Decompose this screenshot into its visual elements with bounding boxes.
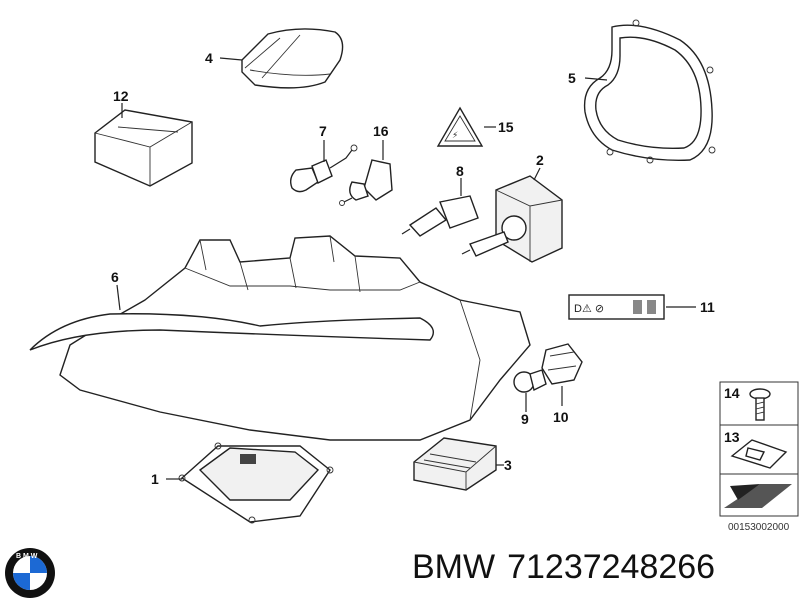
part-12-box: 12 — [94, 88, 193, 187]
screw-icon — [749, 388, 771, 421]
callout-14: 14 — [724, 385, 740, 401]
callout-3: 3 — [504, 457, 512, 473]
callout-4: 4 — [205, 50, 213, 66]
part-9-small-bulb: 9 — [513, 369, 547, 427]
part-2-xenon-igniter: 2 — [461, 152, 563, 263]
part-4-cover-cap: 4 — [205, 28, 344, 89]
callout-11: 11 — [700, 299, 715, 315]
part-3-ballast: 3 — [413, 437, 512, 491]
part-15-warning-triangle: ⚡ 15 — [436, 106, 514, 147]
bmw-logo-icon: B M W — [5, 548, 55, 598]
callout-13: 13 — [724, 429, 740, 445]
callout-15: 15 — [498, 119, 514, 135]
label-icons: D⚠︎ ⊘ — [574, 303, 604, 315]
warning-triangle-icon: ⚡ — [452, 130, 458, 140]
hardware-panel: 14 13 — [719, 381, 799, 517]
part-1-control-unit: 1 — [151, 442, 334, 524]
part-10-bulb-socket: 10 — [541, 343, 583, 425]
part-number: 71237248266 — [507, 548, 716, 586]
part-11-label-strip: D⚠︎ ⊘ 11 — [568, 294, 715, 320]
callout-5: 5 — [568, 70, 576, 86]
callout-2: 2 — [536, 152, 544, 168]
callout-8: 8 — [456, 163, 464, 179]
part-6-headlight-housing: 6 — [29, 235, 531, 441]
part-8-bulb: 8 — [401, 163, 479, 237]
clip-icon — [730, 439, 788, 469]
callout-7: 7 — [319, 123, 327, 139]
arrow-icon — [724, 484, 792, 508]
callout-10: 10 — [553, 409, 569, 425]
callout-9: 9 — [521, 411, 529, 427]
part-7-bulb: 7 — [289, 123, 358, 193]
callout-12: 12 — [113, 88, 129, 104]
diagram-code: 00153002000 — [728, 522, 790, 533]
brand-name: BMW — [412, 548, 496, 586]
brand-footer: BMW 71237248266 — [412, 548, 727, 587]
part-5-gasket: 5 — [568, 19, 716, 164]
svg-text:B M W: B M W — [16, 553, 38, 560]
callout-16: 16 — [373, 123, 389, 139]
callout-6: 6 — [111, 269, 119, 285]
part-16-bulb-socket: 16 — [339, 123, 393, 206]
callout-1: 1 — [151, 471, 159, 487]
